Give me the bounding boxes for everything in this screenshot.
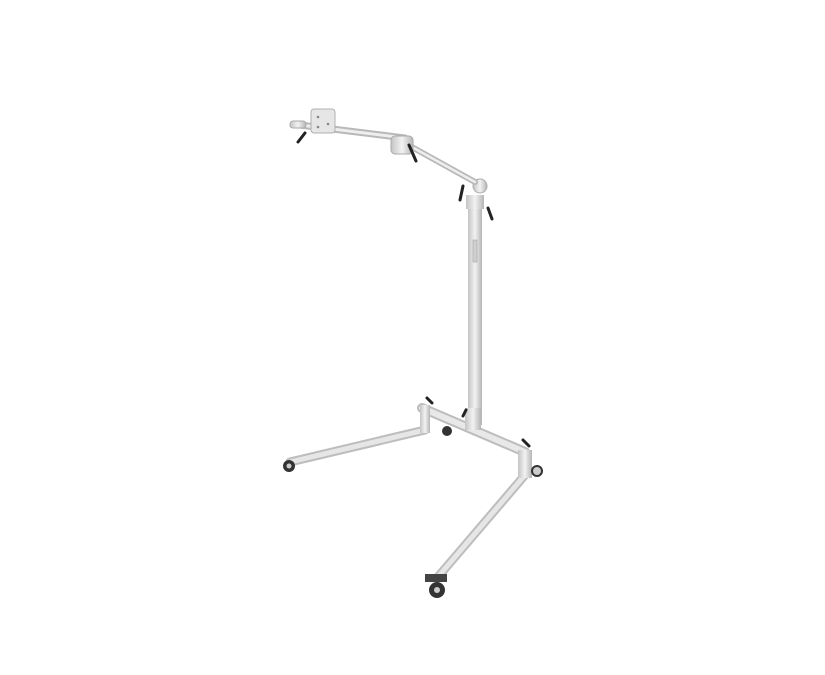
stand-base — [285, 403, 532, 583]
lever-icon — [425, 396, 434, 405]
articulated-arm — [289, 108, 478, 185]
wheel-icon — [442, 426, 452, 436]
lever-icon — [461, 408, 468, 418]
lever-icon — [486, 206, 494, 221]
lever-icon — [521, 438, 531, 448]
lever-icon — [296, 131, 307, 144]
lever-icon — [407, 143, 418, 163]
caster-wheels — [283, 426, 543, 598]
pole-logo — [472, 239, 478, 263]
lever-icon — [458, 184, 465, 202]
mounting-plate — [310, 108, 336, 134]
wheel-icon — [531, 465, 543, 477]
locking-levers — [296, 131, 531, 448]
stand-pole — [465, 178, 488, 430]
